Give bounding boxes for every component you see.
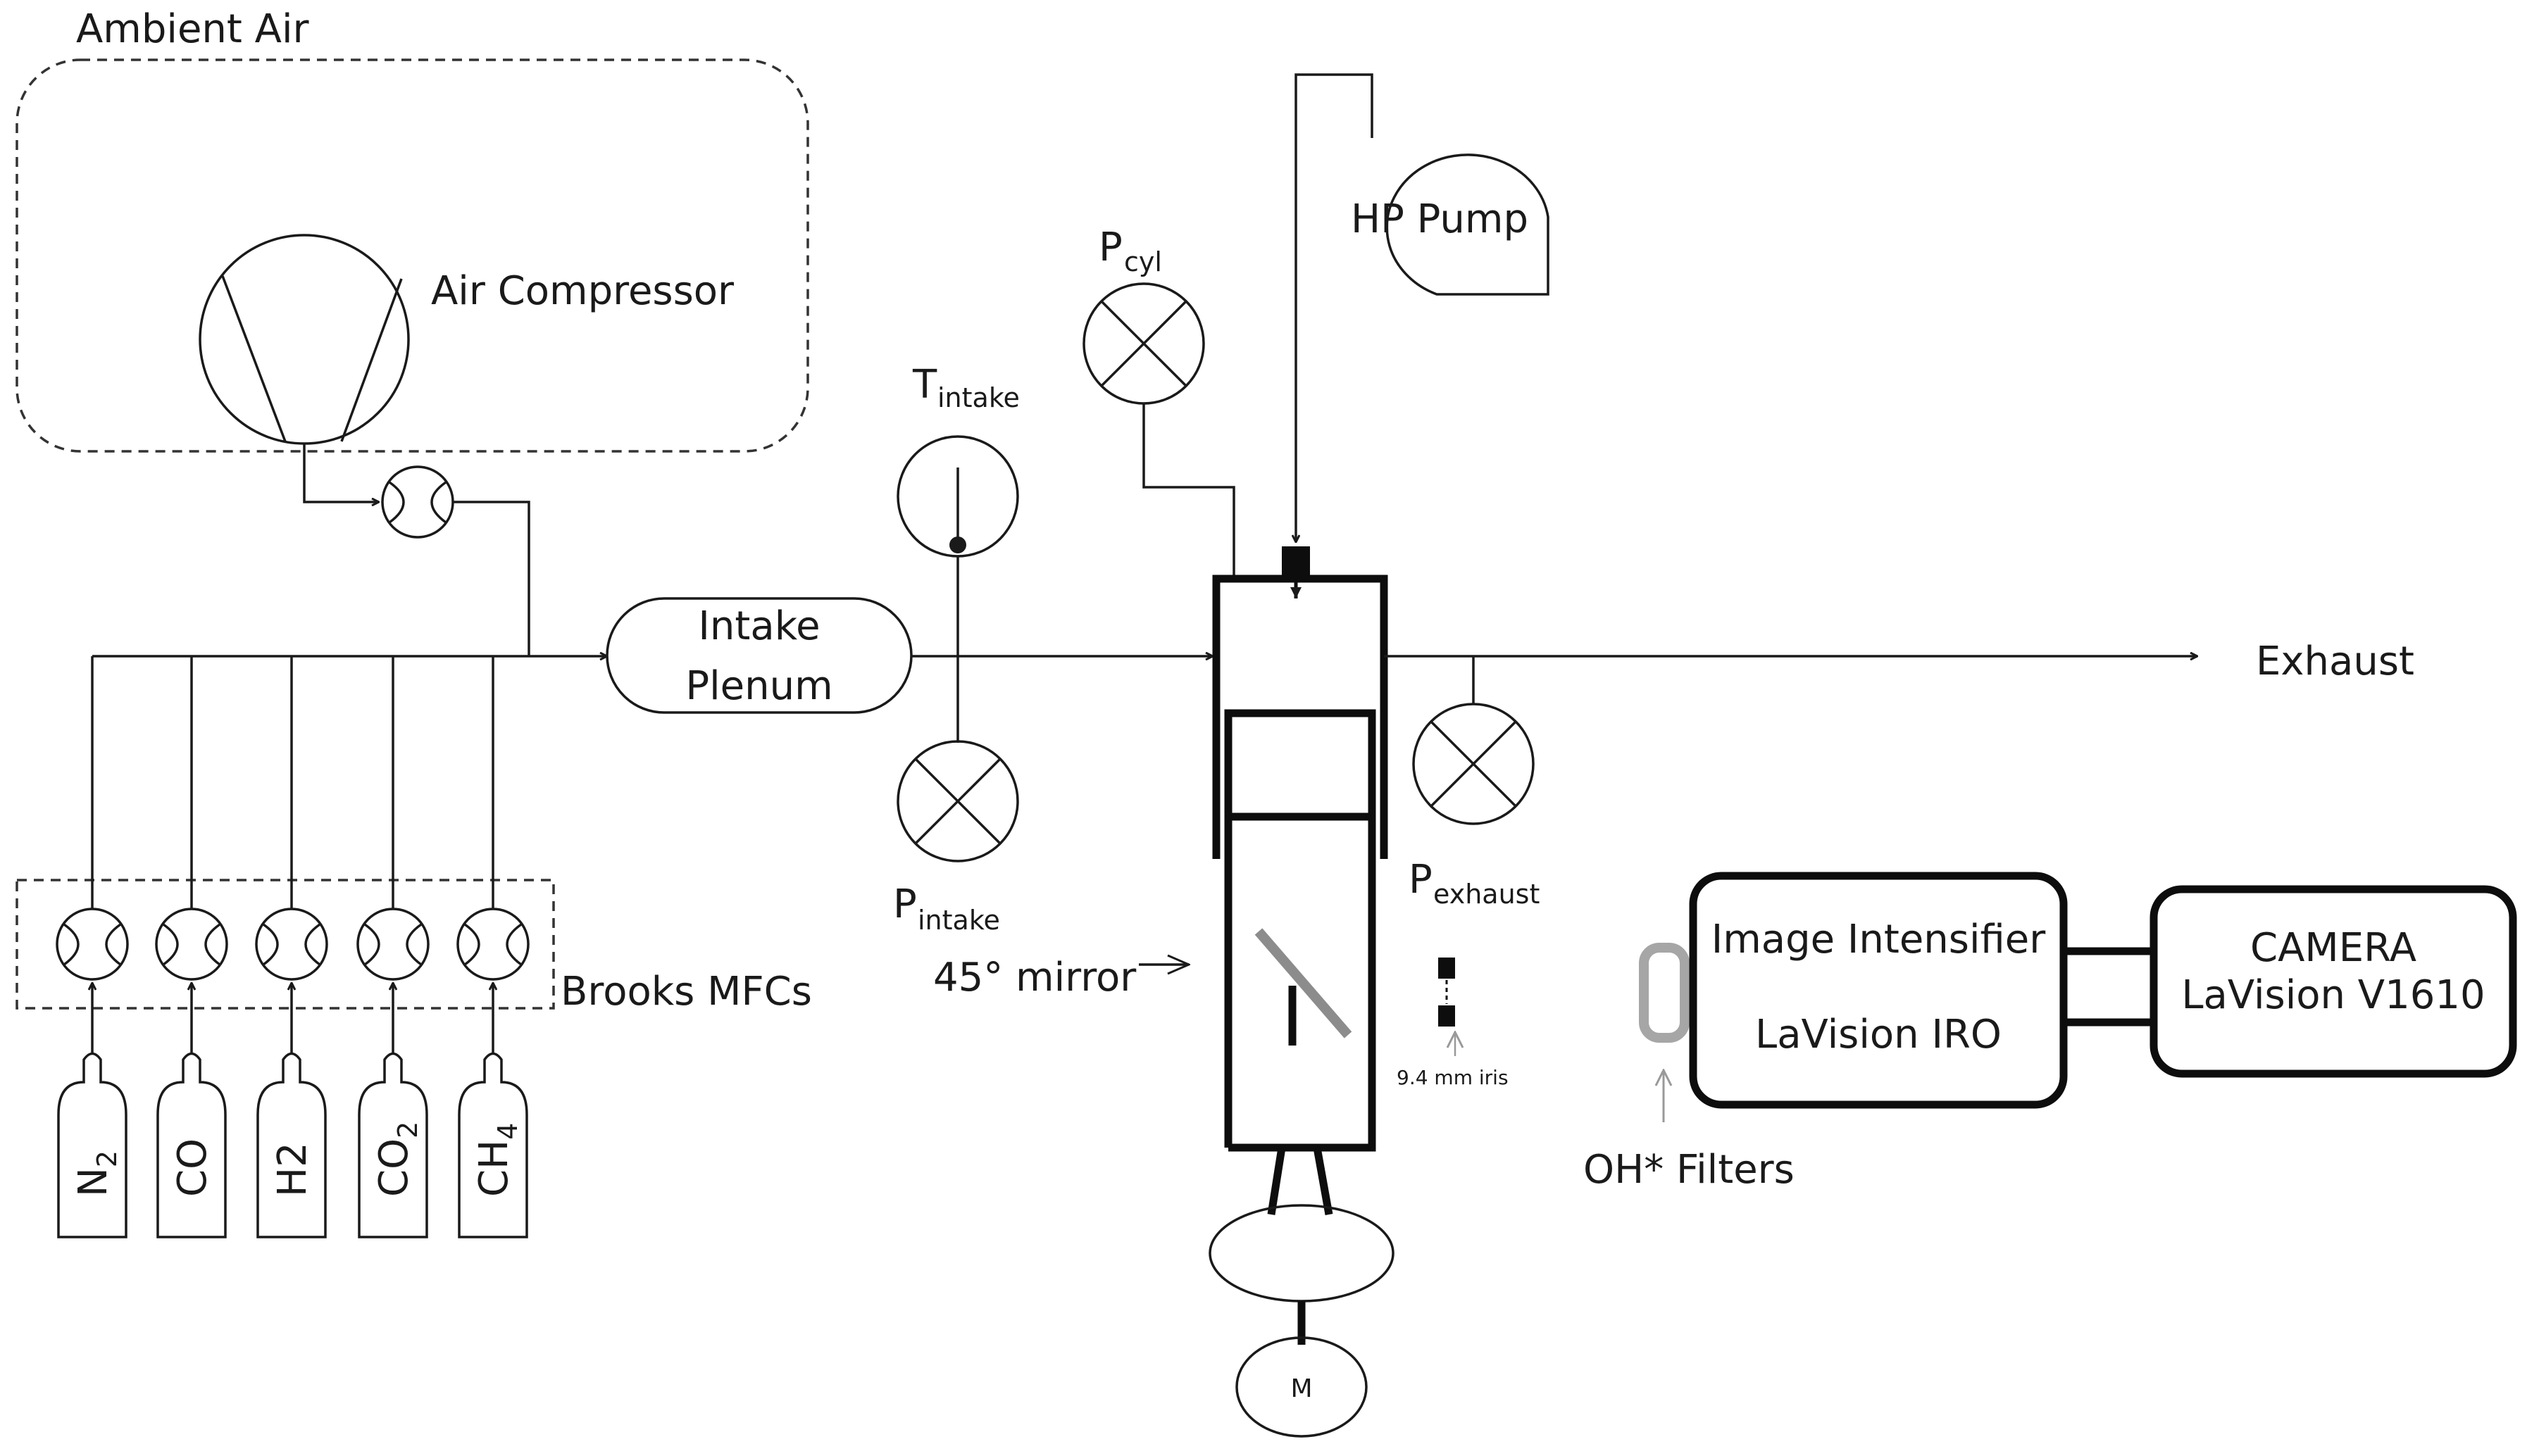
mirror-label: 45° mirror: [933, 955, 1137, 1000]
mfc-icon: [255, 908, 328, 981]
p-exhaust-label: P: [1409, 857, 1433, 903]
hp-pump-label: HP Pump: [1351, 196, 1528, 242]
mfc-icon: [56, 908, 129, 981]
cylinder-pressure-sensor: [1082, 282, 1205, 405]
t-intake-subscript: intake: [937, 382, 1020, 413]
mfc-icon: [356, 908, 430, 981]
camera: [2149, 885, 2517, 1078]
gas-cylinder: [458, 1052, 528, 1238]
gas-cylinder: [256, 1052, 327, 1238]
flywheel: [1209, 1204, 1394, 1303]
45-degree-mirror: [1254, 928, 1352, 1038]
gas-cylinder-label: CO: [170, 1138, 216, 1197]
exhaust-pressure-sensor: [1412, 703, 1535, 825]
intensifier-label-2: LaVision IRO: [1755, 1012, 2002, 1058]
p-intake-subscript: intake: [918, 905, 1000, 936]
intake-plenum-label-1: Intake: [698, 603, 820, 649]
t-intake-label: T: [912, 362, 937, 408]
gas-cylinder-label: CO2: [371, 1122, 423, 1197]
mfc-enclosure: [15, 879, 555, 1010]
air-flow-meter-icon: [381, 465, 454, 539]
oh-filter: [1639, 943, 1690, 1043]
camera-label-1: CAMERA: [2250, 925, 2416, 971]
gas-cylinder-label: CH4: [471, 1123, 523, 1197]
intake-temperature-gauge: [897, 435, 1019, 558]
gas-supply-lines: N2 CO H2 CO2 CH4: [56, 656, 530, 1238]
ambient-air-label: Ambient Air: [76, 6, 310, 52]
iris-icon: [1438, 958, 1455, 1027]
ambient-air-boundary: [15, 58, 809, 453]
air-compressor-label: Air Compressor: [431, 268, 735, 314]
image-intensifier: [1689, 872, 2068, 1109]
iris-label: 9.4 mm iris: [1397, 1066, 1509, 1089]
p-cyl-subscript: cyl: [1124, 246, 1162, 277]
gas-cylinder: [156, 1052, 227, 1238]
motor-icon: M: [1235, 1336, 1368, 1438]
brooks-mfcs-label: Brooks MFCs: [561, 969, 812, 1015]
p-exhaust-subscript: exhaust: [1433, 879, 1540, 910]
mfc-icon: [155, 908, 228, 981]
camera-label-2: LaVision V1610: [2181, 972, 2485, 1018]
intake-pressure-sensor: [897, 740, 1019, 862]
p-cyl-label: P: [1099, 225, 1123, 270]
oh-filters-label: OH* Filters: [1583, 1147, 1795, 1193]
gas-cylinder-label: N2: [70, 1150, 123, 1197]
camera-coupler: [2059, 947, 2158, 1027]
mfc-icon: [456, 908, 530, 981]
intake-plenum-label-2: Plenum: [685, 663, 832, 709]
engine-cylinder: [1212, 575, 1388, 1152]
motor-label: M: [1290, 1374, 1312, 1403]
hp-pump: [1385, 153, 1549, 296]
gas-cylinder: [57, 1052, 127, 1238]
p-intake-label: P: [893, 881, 917, 927]
exhaust-label: Exhaust: [2256, 639, 2414, 684]
gas-cylinder-label: H2: [270, 1142, 316, 1197]
air-compressor-icon: [199, 234, 410, 445]
intensifier-label-1: Image Intensifier: [1711, 917, 2047, 962]
gas-cylinder: [358, 1052, 428, 1238]
